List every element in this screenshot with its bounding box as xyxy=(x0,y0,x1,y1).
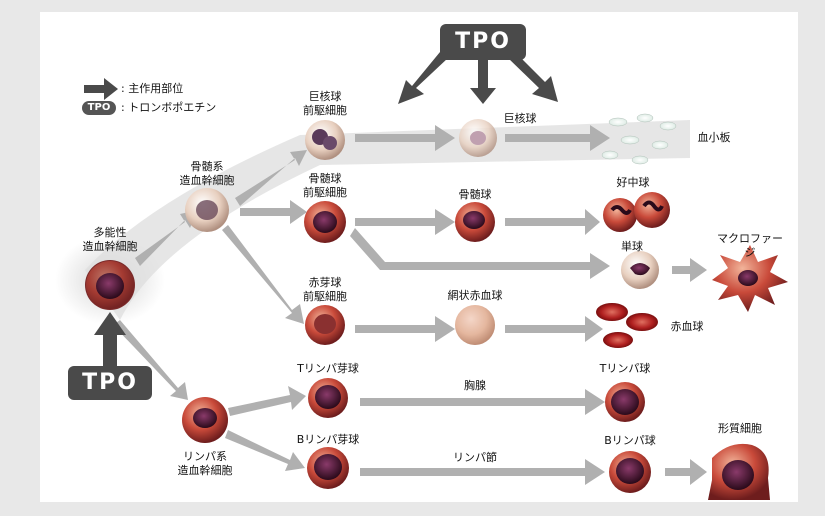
legend-arrow-text: : 主作用部位 xyxy=(121,82,184,95)
cell-pluripotent xyxy=(85,260,135,310)
arrow-myeloid-erythro xyxy=(222,225,304,324)
label-mega-pre: 巨核球 前駆細胞 xyxy=(303,90,347,117)
cell-myelo-pre xyxy=(304,201,346,243)
label-plasma: 形質細胞 xyxy=(718,422,762,435)
cell-plasma xyxy=(708,443,770,500)
arrow-t-blast-t xyxy=(360,389,605,415)
arrow-myeloid-mega xyxy=(235,150,307,206)
legend-tpo-text: : トロンボポエチン xyxy=(121,101,217,114)
arrow-myelo-myelocyte xyxy=(355,209,455,235)
arrow-lymphoid-b xyxy=(225,430,305,471)
legend-tpo-badge: TPO xyxy=(82,101,116,115)
arrow-b-blast-b xyxy=(360,459,605,485)
arrow-lymphoid-t xyxy=(228,386,306,416)
cell-rbc xyxy=(596,303,658,348)
arrow-myelocyte-neutro xyxy=(505,209,600,235)
tpo-arrow-up xyxy=(94,312,126,370)
arrow-pluri-lymphoid xyxy=(113,320,188,400)
arrow-mono-macro xyxy=(672,258,707,282)
label-platelet: 血小板 xyxy=(697,131,731,144)
label-thymus: 胸腺 xyxy=(464,379,486,392)
cell-erythro-pre xyxy=(305,305,345,345)
cell-platelets xyxy=(601,113,677,165)
label-myelocyte: 骨髄球 xyxy=(458,188,492,201)
cell-b-lymphocyte xyxy=(609,451,651,493)
cell-megakaryocyte xyxy=(459,119,497,157)
label-rbc: 赤血球 xyxy=(670,320,704,333)
label-reticulocyte: 網状赤血球 xyxy=(447,289,503,302)
arrow-pluri-myeloid xyxy=(135,210,198,266)
cell-macrophage xyxy=(712,245,788,312)
label-monocyte: 単球 xyxy=(621,240,643,253)
arrow-myeloid-myelo xyxy=(240,200,307,224)
tpo-badge-top: TPO xyxy=(440,24,526,60)
label-neutrophil: 好中球 xyxy=(616,176,650,189)
label-myeloid-stem: 骨髄系 造血幹細胞 xyxy=(179,160,235,187)
cell-mega-pre xyxy=(305,120,345,160)
arrow-retic-rbc xyxy=(505,316,603,342)
arrow-mk-platelet xyxy=(505,125,610,151)
flow-arrows xyxy=(113,125,707,485)
label-lymphoid-stem: リンパ系 造血幹細胞 xyxy=(177,450,233,477)
arrow-erythro-retic xyxy=(355,316,455,342)
label-t-cell: Tリンパ球 xyxy=(599,362,651,375)
cell-myeloid-stem xyxy=(185,188,229,232)
tpo-arrow-center xyxy=(470,60,496,104)
label-macrophage: マクロファージ xyxy=(717,232,783,259)
cell-lymphoid-stem xyxy=(182,397,228,443)
label-lymph-node: リンパ節 xyxy=(453,451,497,464)
cell-myelocyte xyxy=(455,202,495,242)
label-b-cell: Bリンパ球 xyxy=(604,434,656,447)
tpo-arrow-right xyxy=(508,52,558,102)
tpo-arrow-left xyxy=(398,52,448,104)
arrow-myelo-mono xyxy=(350,228,610,279)
cell-b-blast xyxy=(307,447,349,489)
cell-t-lymphocyte xyxy=(605,382,645,422)
arrow-mega-mk xyxy=(355,125,455,151)
cell-neutrophils xyxy=(603,192,670,232)
tpo-badge-left: TPO xyxy=(68,366,152,400)
cell-monocyte xyxy=(621,251,659,289)
cell-t-blast xyxy=(308,378,348,418)
label-b-blast: Bリンパ芽球 xyxy=(296,433,360,446)
label-megakaryocyte: 巨核球 xyxy=(503,112,537,125)
label-t-blast: Tリンパ芽球 xyxy=(297,362,359,375)
tpo-arrows xyxy=(94,52,558,370)
label-erythro-pre: 赤芽球 前駆細胞 xyxy=(303,276,347,303)
arrow-b-plasma xyxy=(665,459,707,485)
label-pluripotent: 多能性 造血幹細胞 xyxy=(82,226,138,253)
label-myelo-pre: 骨髄球 前駆細胞 xyxy=(303,172,347,199)
legend-arrow-icon xyxy=(84,78,118,100)
cell-reticulocyte xyxy=(455,305,495,345)
